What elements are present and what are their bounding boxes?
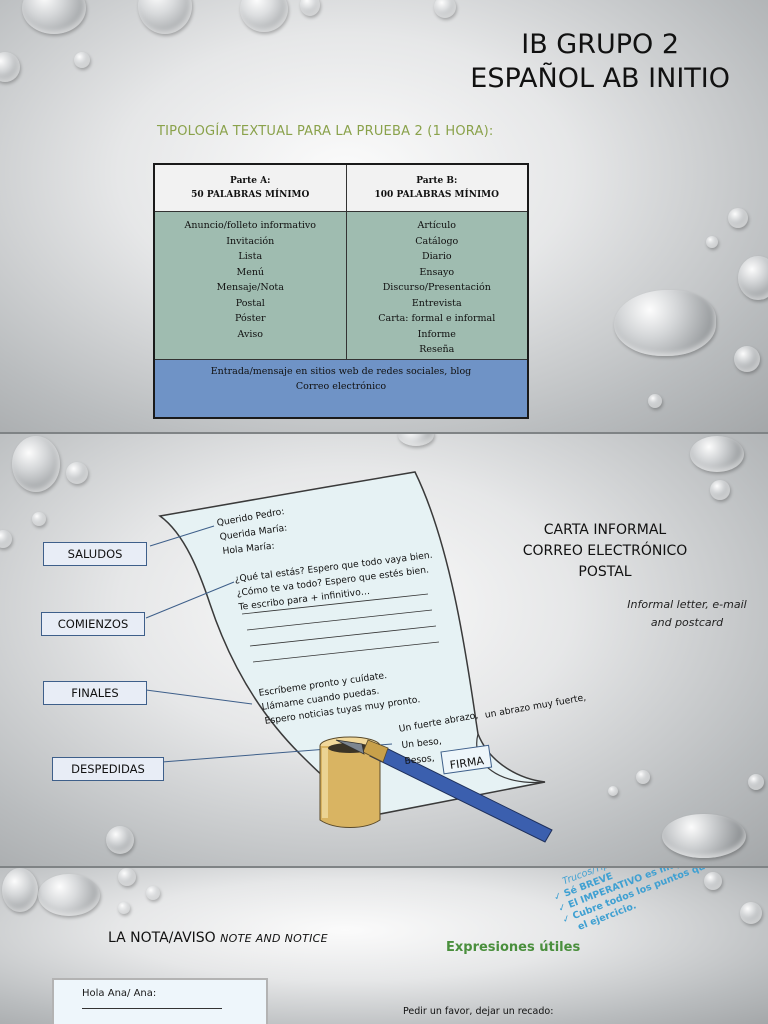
- water-drop: [734, 346, 760, 372]
- water-drop: [690, 436, 744, 472]
- letter-illustration: [145, 471, 553, 843]
- note-line: [82, 1008, 222, 1009]
- expresiones-heading: Expresiones útiles: [446, 940, 581, 955]
- list-item: Informe: [417, 328, 456, 340]
- water-drop: [636, 770, 650, 784]
- list-item: Reseña: [419, 344, 455, 355]
- list-item: Anuncio/folleto informativo: [184, 220, 317, 231]
- slide-3: LA NOTA/AVISO NOTE AND NOTICE Trucos/Tip…: [0, 868, 768, 1024]
- water-drop: [398, 434, 434, 446]
- note-greeting: Hola Ana/ Ana:: [82, 988, 157, 999]
- water-drop: [704, 872, 722, 890]
- water-drop: [138, 0, 192, 34]
- slide-separator: [0, 866, 768, 868]
- slide-1: IB GRUPO 2 ESPAÑOL AB INITIO TIPOLOGÍA T…: [0, 0, 768, 432]
- col-a-subtitle: 50 PALABRAS MÍNIMO: [191, 190, 310, 200]
- list-item: Carta: formal e informal: [378, 313, 496, 324]
- nota-title: LA NOTA/AVISO NOTE AND NOTICE: [108, 930, 328, 946]
- water-drop: [106, 826, 134, 854]
- col-b-header: Parte B: 100 PALABRAS MÍNIMO: [345, 163, 529, 212]
- col-a-title: Parte A:: [230, 176, 271, 186]
- water-drop: [648, 394, 662, 408]
- list-item: Póster: [234, 313, 266, 324]
- water-drop: [38, 874, 100, 916]
- water-drop: [32, 512, 46, 526]
- list-item: Lista: [238, 251, 263, 262]
- water-drop: [66, 462, 88, 484]
- list-item: Artículo: [417, 220, 456, 231]
- label-finales: FINALES: [43, 681, 147, 705]
- list-item: Invitación: [226, 235, 275, 247]
- shared-row-line-2: Correo electrónico: [295, 380, 387, 392]
- col-b-title: Parte B:: [416, 176, 458, 186]
- note-sample-box: Hola Ana/ Ana:: [52, 978, 268, 1024]
- water-drop: [748, 774, 764, 790]
- water-drop: [706, 236, 718, 248]
- water-drop: [118, 868, 136, 886]
- slide-2: SALUDOS COMIENZOS FINALES DESPEDIDAS Que…: [0, 434, 768, 866]
- list-item: Aviso: [237, 328, 263, 340]
- water-drop: [146, 886, 160, 900]
- english-caption: Informal letter, e-mail and postcard: [612, 596, 762, 632]
- carta-line-2: CORREO ELECTRÓNICO: [522, 543, 688, 559]
- col-a-header: Parte A: 50 PALABRAS MÍNIMO: [153, 163, 347, 212]
- list-item: Ensayo: [419, 266, 455, 278]
- english-caption-line-1: Informal letter, e-mail: [627, 598, 747, 611]
- label-saludos: SALUDOS: [43, 542, 147, 566]
- title-line-1: IB GRUPO 2: [521, 29, 680, 60]
- text-types-table: Parte A: 50 PALABRAS MÍNIMO Parte B: 100…: [153, 163, 529, 419]
- shared-row-line-1: Entrada/mensaje en sitios web de redes s…: [210, 365, 472, 377]
- water-drop: [434, 0, 456, 18]
- water-drop: [2, 868, 38, 912]
- title-line-2: ESPAÑOL AB INITIO: [470, 63, 730, 94]
- water-drop: [740, 902, 762, 924]
- water-drop: [22, 0, 86, 34]
- english-caption-line-2: and postcard: [650, 616, 724, 629]
- list-item: Discurso/Presentación: [382, 282, 491, 293]
- water-drop: [118, 902, 130, 914]
- list-item: Mensaje/Nota: [216, 282, 284, 293]
- list-item: Diario: [421, 251, 452, 262]
- water-drop: [74, 52, 90, 68]
- page-title: IB GRUPO 2 ESPAÑOL AB INITIO: [470, 28, 730, 96]
- water-drop: [0, 52, 20, 82]
- slide-separator: [0, 432, 768, 434]
- nota-title-en: NOTE AND NOTICE: [220, 932, 328, 945]
- carta-line-1: CARTA INFORMAL: [543, 522, 667, 538]
- water-drop: [738, 256, 768, 300]
- water-drop: [608, 786, 618, 796]
- list-item: Postal: [235, 297, 265, 309]
- list-item: Catálogo: [415, 235, 459, 247]
- pedir-text: Pedir un favor, dejar un recado:: [403, 1006, 554, 1017]
- col-b-list: Artículo Catálogo Diario Ensayo Discurso…: [345, 211, 529, 360]
- section-subtitle: TIPOLOGÍA TEXTUAL PARA LA PRUEBA 2 (1 HO…: [157, 124, 494, 139]
- label-comienzos: COMIENZOS: [41, 612, 145, 636]
- label-despedidas: DESPEDIDAS: [52, 757, 164, 781]
- list-item: Menú: [236, 266, 265, 278]
- water-drop: [300, 0, 320, 16]
- shared-row: Entrada/mensaje en sitios web de redes s…: [153, 358, 529, 418]
- water-drop: [614, 290, 716, 356]
- water-drop: [12, 436, 60, 492]
- carta-line-3: POSTAL: [578, 564, 632, 580]
- water-drop: [0, 530, 12, 548]
- water-drop: [662, 814, 746, 858]
- tips-box: Trucos/Tips: ✓ Sé BREVE ✓ El IMPERATIVO …: [548, 868, 756, 938]
- col-b-subtitle: 100 PALABRAS MÍNIMO: [374, 190, 499, 200]
- water-drop: [728, 208, 748, 228]
- col-a-list: Anuncio/folleto informativo Invitación L…: [153, 211, 347, 360]
- water-drop: [710, 480, 730, 500]
- list-item: Entrevista: [411, 297, 462, 309]
- carta-heading: CARTA INFORMAL CORREO ELECTRÓNICO POSTAL: [505, 520, 705, 583]
- nota-title-es: LA NOTA/AVISO: [108, 930, 216, 946]
- water-drop: [240, 0, 288, 32]
